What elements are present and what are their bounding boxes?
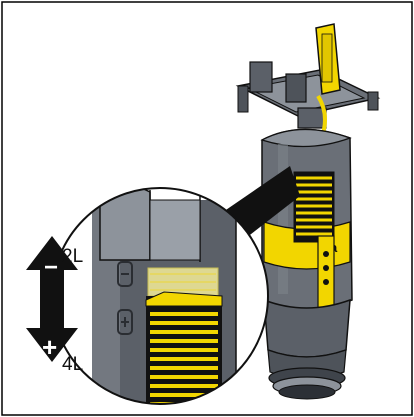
valve-stem: [297, 107, 327, 129]
rivet: [323, 265, 329, 271]
yellow-strip: [317, 235, 335, 315]
coil-spring: [145, 291, 223, 404]
volume-coil-window: [293, 171, 335, 243]
rivet: [323, 279, 329, 285]
rivet: [323, 251, 329, 257]
magnified-detail: [52, 188, 268, 404]
label-2l: 2L: [62, 246, 83, 267]
minus-mark: [117, 261, 133, 287]
top-bracket: [235, 23, 381, 117]
flush-valve: ga: [235, 23, 381, 400]
plus-mark: [117, 309, 133, 335]
minus-icon: −: [44, 254, 58, 281]
double-headed-arrow-icon: [26, 236, 78, 362]
valve-lower-body: [263, 298, 351, 358]
plus-icon: +: [42, 332, 57, 362]
label-4l: 4L: [62, 354, 83, 375]
